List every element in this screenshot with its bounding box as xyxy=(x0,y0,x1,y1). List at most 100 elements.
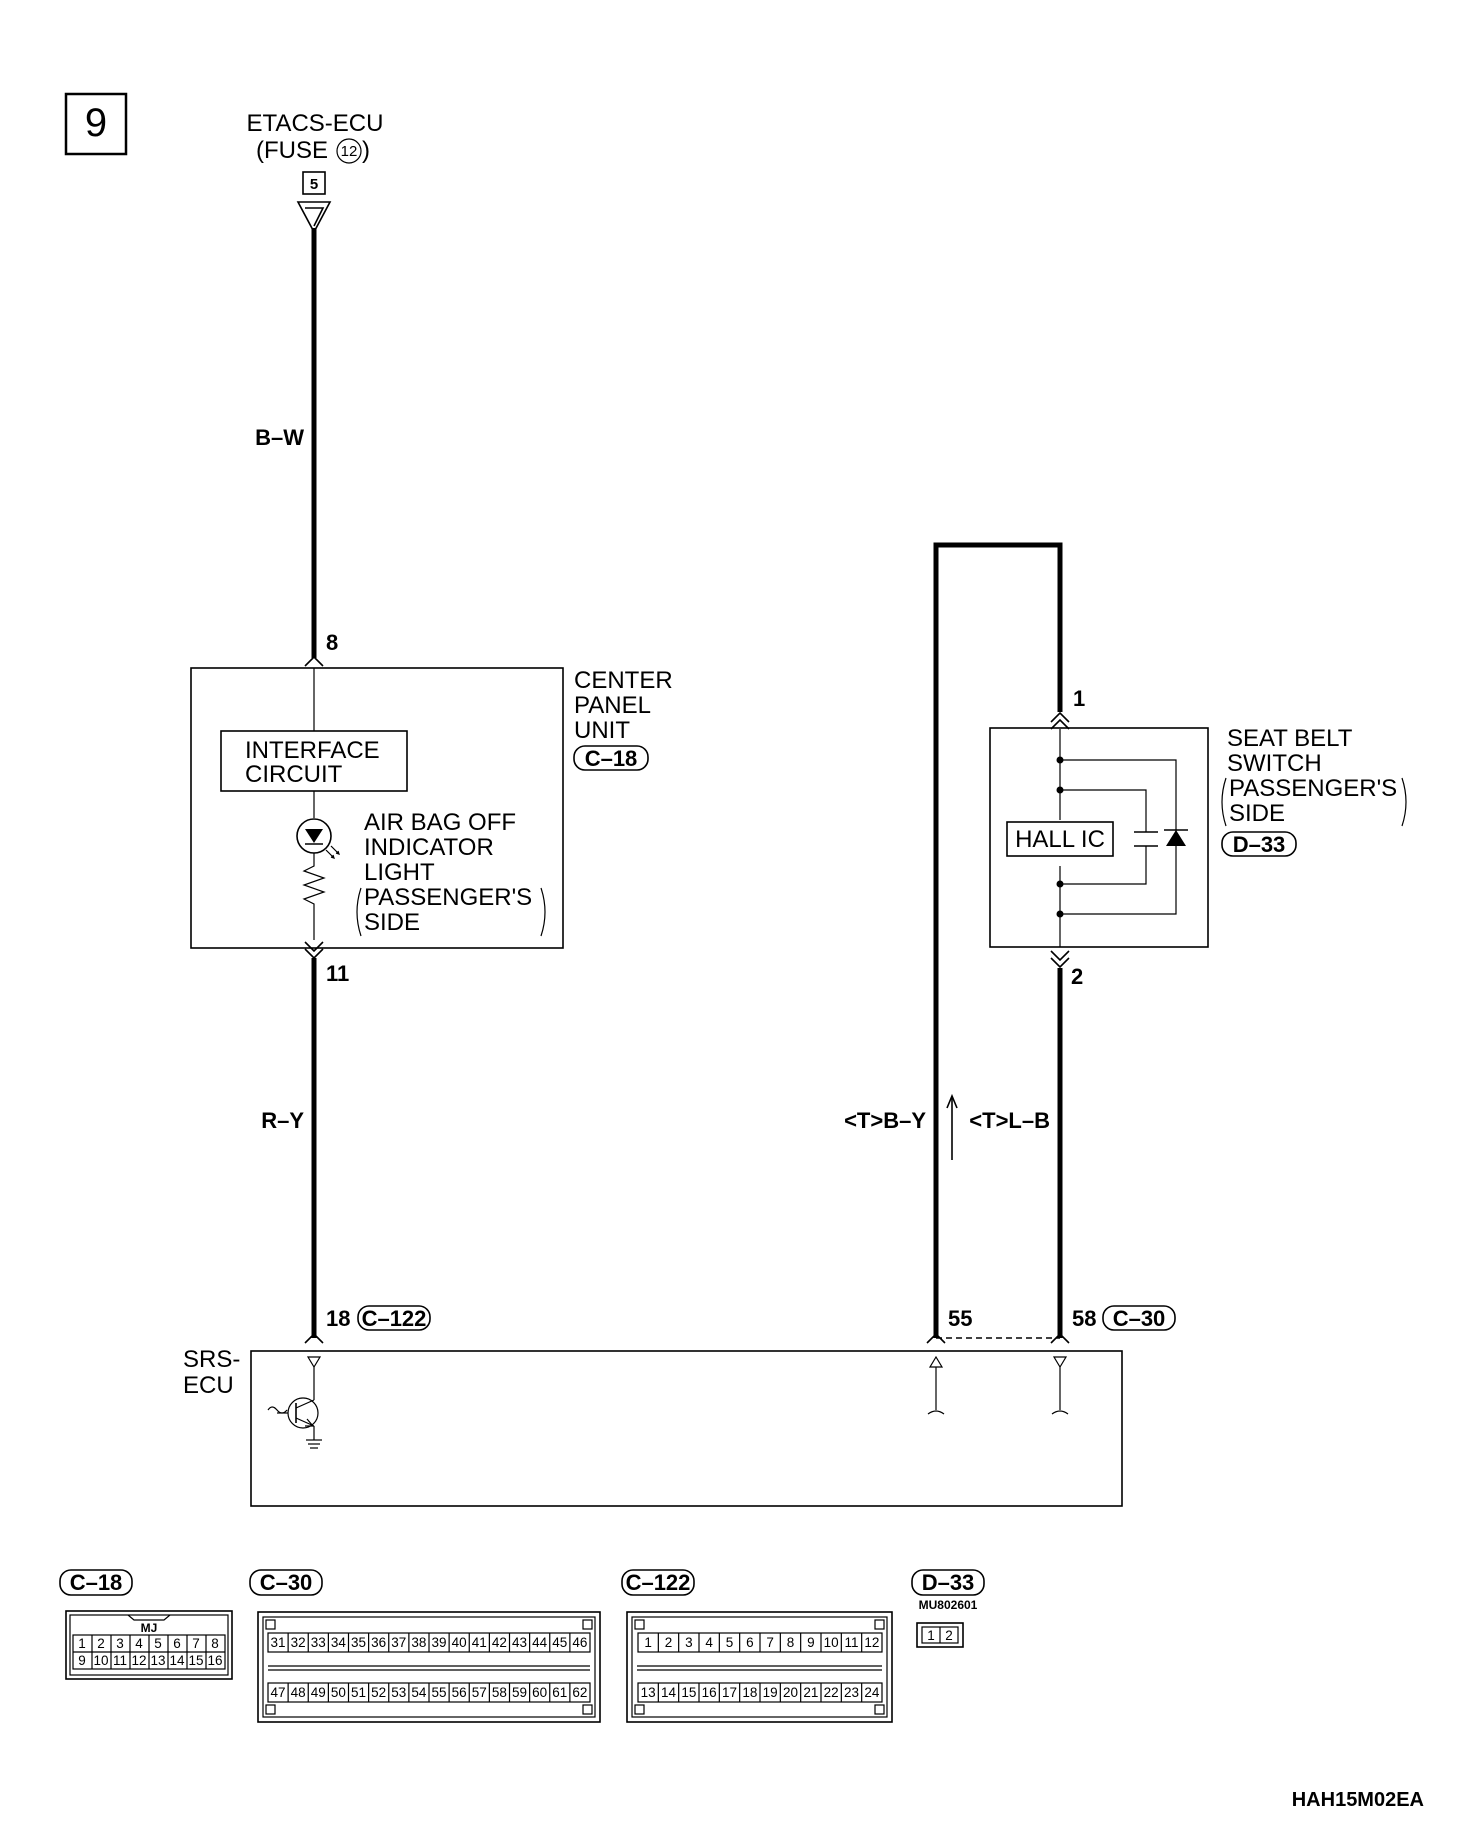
c18-pin-5: 5 xyxy=(154,1636,162,1651)
c18-pin-11: 11 xyxy=(113,1653,127,1668)
c30-pin-43: 43 xyxy=(512,1635,527,1650)
srs-ecu-title-line1: SRS- xyxy=(183,1346,240,1373)
srs-ecu-pin-55-triangle xyxy=(928,1355,944,1368)
connector-c-18-tag: MJ xyxy=(141,1621,158,1635)
connector-views: C–18 MJ 1 2 3 4 5 6 7 8 9 10 11 12 13 14 xyxy=(59,1569,985,1723)
srs-ecu-connector-left: C–122 xyxy=(362,1306,427,1331)
connector-c-122-inner xyxy=(631,1616,888,1718)
connector-c-18-lock xyxy=(127,1614,171,1621)
connector-c-18: C–18 MJ 1 2 3 4 5 6 7 8 9 10 11 12 13 14 xyxy=(59,1569,233,1680)
c30-pin-55: 55 xyxy=(432,1685,447,1700)
fuse-terminal-number: 5 xyxy=(310,176,318,193)
srs-ecu-pin-55: 55 xyxy=(948,1306,972,1331)
c30-pin-31: 31 xyxy=(271,1635,286,1650)
c122-pin-20: 20 xyxy=(783,1685,798,1700)
seat-belt-connector-badge xyxy=(1221,831,1297,857)
page-number: 9 xyxy=(85,101,107,145)
etacs-ecu-label: ETACS-ECU xyxy=(247,110,384,137)
srs-ecu-pin-18: 18 xyxy=(326,1306,350,1331)
c122-pin-1: 1 xyxy=(644,1635,652,1650)
resistor-icon xyxy=(302,853,326,940)
connector-c-18-label: C–18 xyxy=(70,1570,123,1595)
c30-pin-60: 60 xyxy=(532,1685,547,1700)
center-panel-pin-bottom-symbol xyxy=(304,941,324,960)
wire-r-y-label: R–Y xyxy=(261,1108,304,1133)
c30-pin-50: 50 xyxy=(331,1685,346,1700)
seat-belt-bracket-right xyxy=(1401,777,1407,827)
drawing-id: HAH15M02EA xyxy=(1292,1789,1424,1811)
c122-pin-23: 23 xyxy=(844,1685,859,1700)
c30-pin-39: 39 xyxy=(432,1635,447,1650)
seat-belt-pin-2: 2 xyxy=(1071,964,1083,989)
hall-ic-label: HALL IC xyxy=(1015,826,1105,853)
c30-pin-38: 38 xyxy=(411,1635,426,1650)
zener-diode-icon xyxy=(1164,829,1188,846)
c122-pin-6: 6 xyxy=(746,1635,754,1650)
center-panel-title-line2: PANEL xyxy=(574,692,651,719)
hall-ic-box xyxy=(1006,821,1114,857)
fuse-number: 12 xyxy=(341,143,358,160)
srs-ecu-box xyxy=(250,1350,1123,1507)
srs-ecu-connector-right: C–30 xyxy=(1113,1306,1166,1331)
seat-belt-pin-top-symbol xyxy=(1050,711,1070,730)
c30-pin-49: 49 xyxy=(311,1685,326,1700)
seat-belt-connector-label: D–33 xyxy=(1233,832,1286,857)
c122-pin-9: 9 xyxy=(807,1635,815,1650)
indicator-bracket-right xyxy=(540,887,546,937)
c30-pin-45: 45 xyxy=(552,1635,567,1650)
c122-pin-22: 22 xyxy=(824,1685,839,1700)
c30-pin-47: 47 xyxy=(271,1685,286,1700)
c122-pin-12: 12 xyxy=(864,1635,879,1650)
c18-pin-16: 16 xyxy=(207,1653,222,1668)
c122-pin-15: 15 xyxy=(681,1685,696,1700)
c122-pin-10: 10 xyxy=(824,1635,839,1650)
c30-pin-54: 54 xyxy=(411,1685,427,1700)
indicator-line4: PASSENGER'S xyxy=(364,884,532,911)
signal-direction-arrow-icon xyxy=(946,1093,958,1160)
srs-ecu-pin-58-break xyxy=(1051,1410,1069,1415)
c122-pin-18: 18 xyxy=(742,1685,757,1700)
c18-pin-2: 2 xyxy=(97,1636,105,1651)
seat-belt-title-line4: SIDE xyxy=(1229,800,1285,827)
center-panel-connector-label: C–18 xyxy=(585,746,638,771)
wire-t-b-y-label: <T>B–Y xyxy=(844,1108,926,1133)
c18-pin-6: 6 xyxy=(173,1636,181,1651)
c30-pin-58: 58 xyxy=(492,1685,507,1700)
c30-pin-53: 53 xyxy=(391,1685,406,1700)
capacitor-icon xyxy=(1134,831,1158,847)
connector-d-33: D–33 MU802601 1 2 xyxy=(911,1569,985,1648)
c18-pin-13: 13 xyxy=(150,1653,165,1668)
c30-pin-59: 59 xyxy=(512,1685,527,1700)
connector-c-30-inner xyxy=(262,1616,596,1718)
c30-pin-62: 62 xyxy=(572,1685,587,1700)
c122-pin-5: 5 xyxy=(726,1635,734,1650)
c30-pin-44: 44 xyxy=(532,1635,548,1650)
c18-pin-9: 9 xyxy=(78,1653,86,1668)
center-panel-title-line3: UNIT xyxy=(574,717,630,744)
wire-t-b-y xyxy=(933,542,1063,1338)
srs-ecu-connector-right-badge xyxy=(1102,1305,1176,1331)
srs-ecu-pin-18-triangle xyxy=(306,1356,322,1369)
connector-c-18-dividers xyxy=(91,1635,207,1669)
c30-pin-46: 46 xyxy=(572,1635,587,1650)
fuse-terminal-box xyxy=(302,171,326,195)
c122-pin-16: 16 xyxy=(702,1685,717,1700)
c18-pin-12: 12 xyxy=(131,1653,146,1668)
c18-pin-4: 4 xyxy=(135,1636,143,1651)
seat-belt-title-line3: PASSENGER'S xyxy=(1229,775,1397,802)
center-panel-pin-11: 11 xyxy=(326,961,349,986)
c30-pin-34: 34 xyxy=(331,1635,347,1650)
center-panel-title-line1: CENTER xyxy=(574,667,673,694)
c122-pin-8: 8 xyxy=(787,1635,795,1650)
indicator-line3: LIGHT xyxy=(364,859,435,886)
srs-ecu-title-line2: ECU xyxy=(183,1372,234,1399)
seat-belt-switch-box xyxy=(989,727,1209,948)
c122-pin-17: 17 xyxy=(722,1685,737,1700)
connector-d-33-part-number: MU802601 xyxy=(919,1598,978,1612)
c18-pin-3: 3 xyxy=(116,1636,124,1651)
d33-pin-1: 1 xyxy=(927,1628,935,1643)
d33-pin-2: 2 xyxy=(945,1628,953,1643)
c122-pin-21: 21 xyxy=(803,1685,818,1700)
connector-c-18-housing xyxy=(65,1610,233,1680)
